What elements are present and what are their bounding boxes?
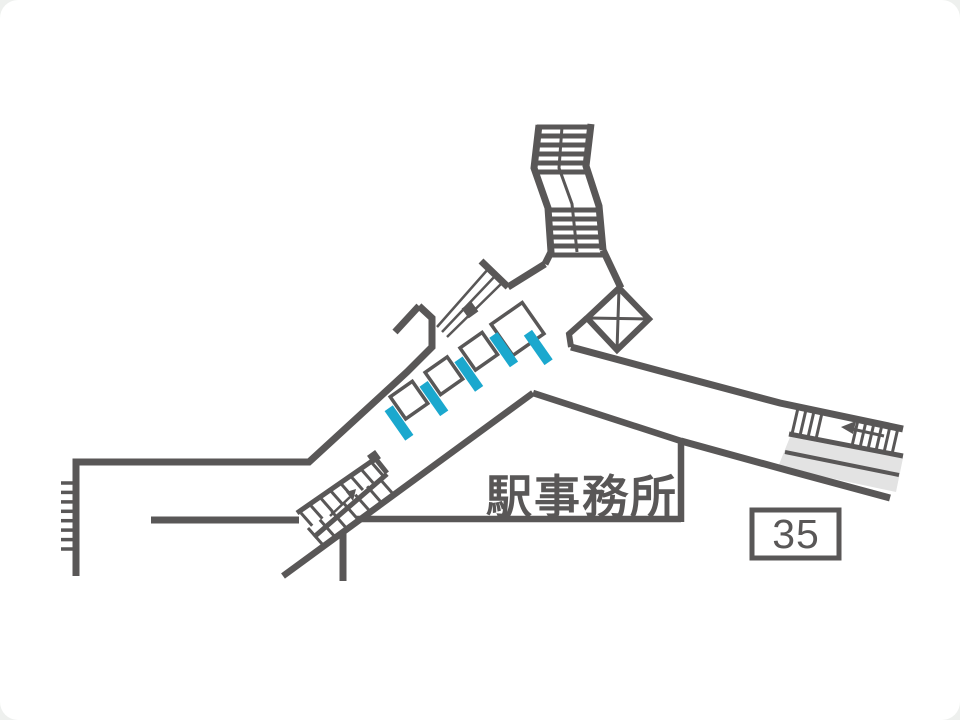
elevator-cross-icon — [586, 287, 650, 351]
upper-staircase-treads-top-flight — [535, 133, 588, 175]
stair-tread — [850, 419, 860, 448]
east-corridor — [570, 343, 904, 502]
stair-tread — [798, 409, 808, 438]
map-number-label: 35 — [772, 511, 820, 557]
stair-tread — [890, 427, 900, 456]
ticket-gate-lane — [457, 330, 501, 373]
partition-railing — [436, 267, 504, 338]
southwest-staircase — [295, 450, 396, 581]
gate-machine — [419, 380, 449, 417]
map-number-badge: 35 — [749, 507, 842, 561]
gate-machine — [523, 329, 553, 366]
west-walls — [61, 303, 436, 576]
stair-tread — [858, 421, 868, 450]
station-office-label: 駅事務所 — [486, 471, 678, 523]
northwest-entrance-stub-wall — [392, 303, 422, 335]
east-corridor-top-wall — [570, 343, 904, 433]
stair-tread — [814, 412, 824, 441]
stair-tread — [299, 512, 314, 527]
junction-wall-right — [599, 248, 625, 290]
stair-tread — [790, 407, 800, 436]
east-corridor-bottom-wall — [680, 437, 891, 502]
partition-gate-post — [461, 301, 479, 319]
stair-tread — [882, 426, 892, 455]
upper-staircase-treads-bottom-flight — [549, 207, 604, 258]
west-boundary-wall — [72, 303, 436, 576]
ticket-gates — [384, 300, 553, 441]
stair-tread — [370, 462, 385, 477]
stair-tread — [330, 510, 348, 530]
southwest-stairs-arrow-tail — [329, 496, 351, 517]
stair-tread — [350, 476, 365, 491]
stair-tread — [874, 424, 884, 453]
stair-tread — [306, 527, 325, 547]
office-west-wall — [281, 390, 535, 579]
stair-tread — [309, 504, 324, 520]
ticket-gate-lane — [422, 354, 466, 397]
ticket-gate-lane — [387, 378, 431, 422]
elevator-symbol — [582, 283, 654, 355]
stair-tread — [330, 490, 344, 506]
southwest-stairs-direction-arrow-icon — [346, 489, 356, 501]
junction-wall-left — [506, 261, 547, 290]
escalator-divider-line — [784, 450, 900, 477]
stair-tread — [354, 493, 372, 513]
stair-tread — [360, 469, 375, 484]
stair-tread — [342, 502, 360, 522]
gate-machine — [489, 332, 519, 368]
east-stairs-arrow-tail — [851, 427, 885, 438]
east-stairs-direction-arrow-icon — [841, 421, 856, 434]
stair-tread — [318, 518, 337, 538]
gate-machine — [454, 356, 484, 392]
upper-staircase-right-rail — [582, 123, 607, 251]
east-stairs-treads-left — [790, 407, 824, 441]
gate-machine — [384, 405, 414, 441]
west-exit-stairs-ticks — [61, 481, 76, 551]
junction-wall-below-elevator — [565, 315, 589, 348]
southwest-stairs-upper-rail — [295, 458, 374, 516]
southwest-stairs-post — [367, 450, 381, 464]
stair-tread — [366, 485, 384, 505]
map-number-box — [749, 507, 842, 561]
southwest-stairs-treads-lower-row — [306, 477, 396, 547]
stair-tread — [320, 497, 334, 513]
stair-tread — [377, 477, 396, 497]
station-office: 駅事務所 — [281, 389, 685, 579]
office-east-wall — [531, 389, 685, 522]
stair-tread — [806, 410, 816, 439]
east-stairs-treads-right — [850, 419, 900, 456]
upper-staircase — [530, 123, 607, 266]
stair-tread — [866, 422, 876, 451]
